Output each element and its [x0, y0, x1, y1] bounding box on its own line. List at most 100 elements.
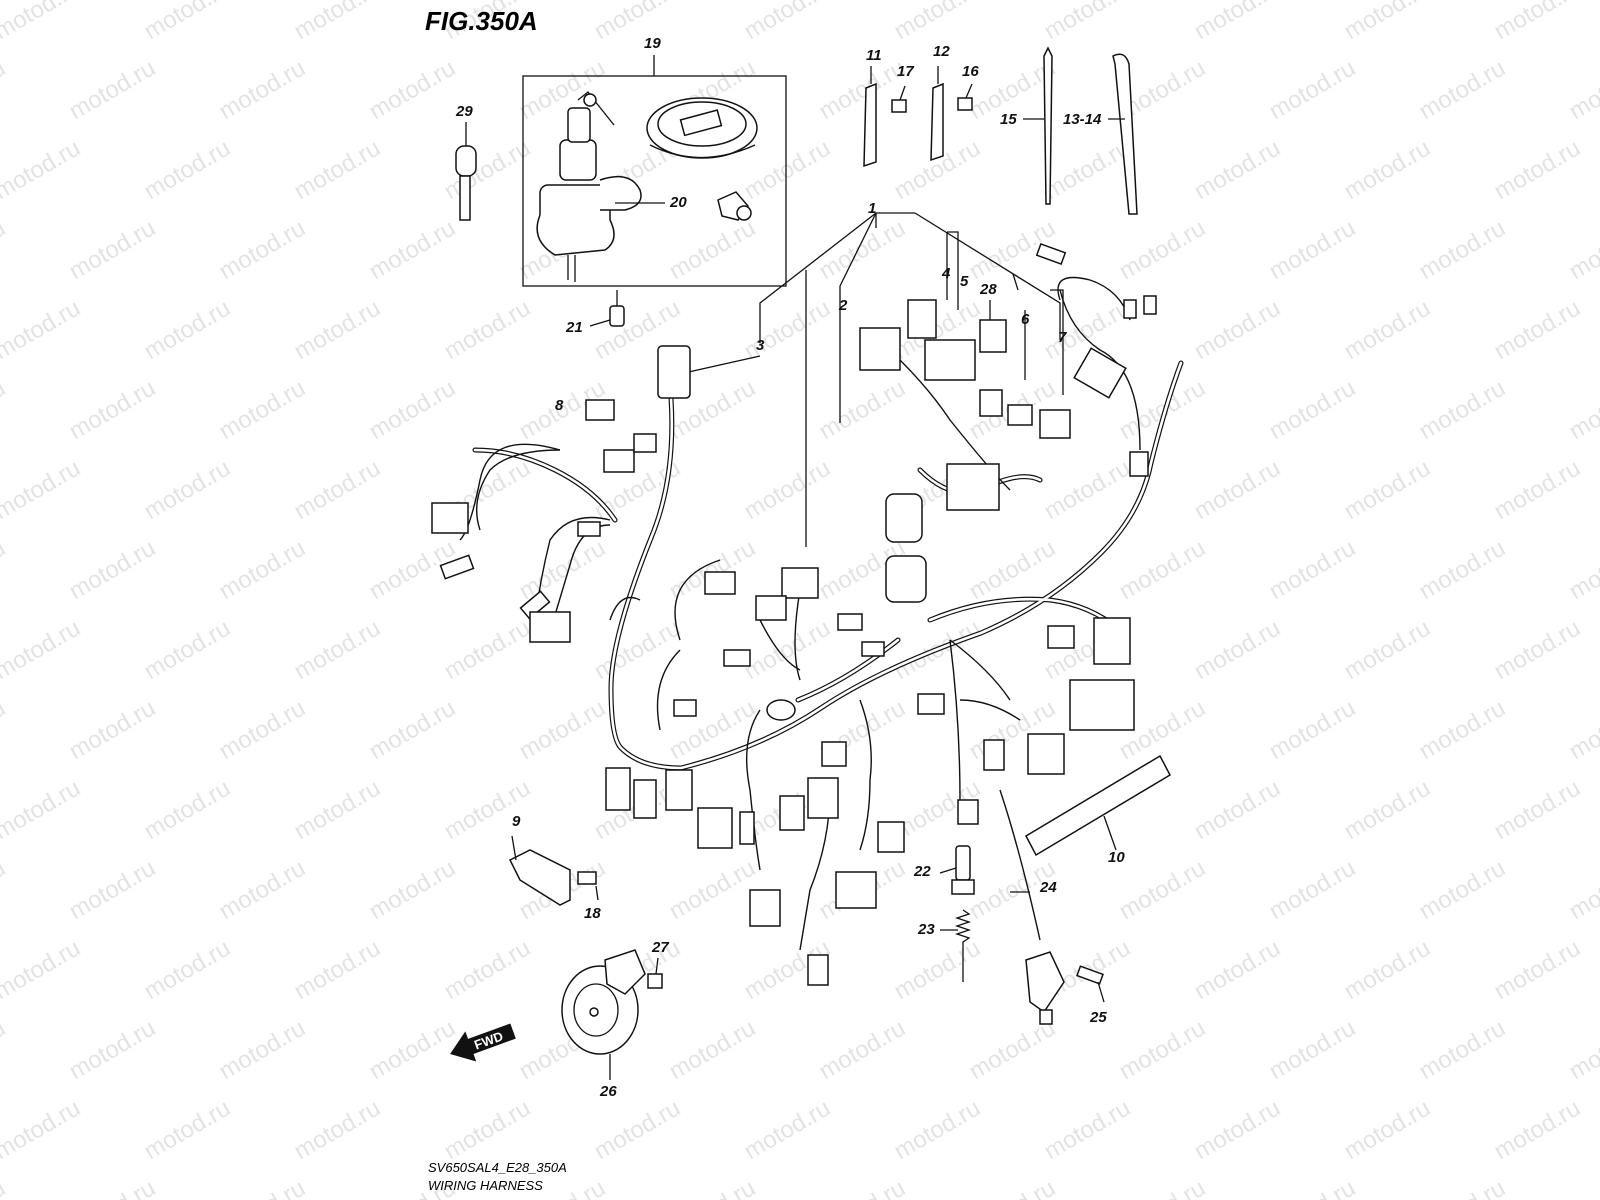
connector-e1: [1047, 625, 1075, 649]
watermark-text: motod.ru: [515, 534, 611, 605]
watermark-text: motod.ru: [1115, 374, 1211, 445]
watermark-text: motod.ru: [440, 774, 536, 845]
watermark-text: motod.ru: [215, 214, 311, 285]
watermark-text: motod.ru: [1115, 1014, 1211, 1085]
watermark-text: motod.ru: [665, 1174, 761, 1200]
watermark-text: motod.ru: [65, 534, 161, 605]
callout-27: 27: [651, 939, 669, 956]
callout-10: 10: [1108, 849, 1125, 866]
watermark-text: motod.ru: [1190, 774, 1286, 845]
connector-c2: [907, 299, 937, 339]
bolt-27: [647, 973, 663, 989]
watermark-text: motod.ru: [1340, 1094, 1436, 1165]
watermark-text: motod.ru: [890, 0, 986, 45]
ignition-set-group: [522, 55, 787, 287]
watermark-text: motod.ru: [590, 614, 686, 685]
clamp-11: [863, 82, 877, 168]
footer-code: SV650SAL4_E28_350A: [428, 1160, 567, 1175]
watermark-text: motod.ru: [1040, 134, 1136, 205]
watermark-text: motod.ru: [1340, 774, 1436, 845]
watermark-text: motod.ru: [965, 1014, 1061, 1085]
watermark-text: motod.ru: [1415, 694, 1511, 765]
watermark-text: motod.ru: [1415, 854, 1511, 925]
bolt-18: [577, 871, 597, 885]
connector-a6: [519, 590, 551, 620]
watermark-text: motod.ru: [1490, 0, 1586, 45]
callout-16: 16: [962, 63, 979, 80]
connector-e6: [957, 799, 979, 825]
watermark-text: motod.ru: [215, 1014, 311, 1085]
watermark-text: motod.ru: [440, 294, 536, 365]
watermark-text: motod.ru: [290, 934, 386, 1005]
cable-tie-15: [1043, 46, 1053, 205]
connector-f10: [835, 871, 877, 909]
connector-c9: [1129, 451, 1149, 477]
fwd-label: FWD: [472, 1028, 505, 1052]
connector-28: [979, 319, 1007, 353]
callout-25: 25: [1089, 1009, 1107, 1026]
callout-6: 6: [1021, 311, 1030, 328]
grommet: [766, 699, 796, 721]
watermark-text: motod.ru: [140, 454, 236, 525]
watermark-text: motod.ru: [590, 1094, 686, 1165]
watermark-text: motod.ru: [1415, 214, 1511, 285]
watermark-text: motod.ru: [0, 614, 85, 685]
callout-4: 4: [941, 265, 951, 282]
callout-15: 15: [1000, 111, 1017, 128]
watermark-text: motod.ru: [515, 694, 611, 765]
watermark-text: motod.ru: [215, 374, 311, 445]
watermark-text: motod.ru: [290, 774, 386, 845]
watermark-text: motod.ru: [215, 694, 311, 765]
connector-f3: [665, 769, 693, 811]
watermark-text: motod.ru: [1115, 854, 1211, 925]
watermark-text: motod.ru: [65, 854, 161, 925]
watermark-text: motod.ru: [365, 1014, 461, 1085]
watermark-text: motod.ru: [0, 774, 85, 845]
key-part: [455, 122, 477, 221]
fuel-cap-part: [646, 97, 758, 159]
watermark-text: motod.ru: [0, 0, 85, 45]
watermark-text: motod.ru: [965, 534, 1061, 605]
callout-19: 19: [644, 35, 661, 52]
watermark-text: motod.ru: [1490, 934, 1586, 1005]
fwd-arrow-icon: FWD: [450, 1023, 516, 1062]
watermark-text: motod.ru: [1265, 694, 1361, 765]
watermark-text: motod.ru: [515, 54, 611, 125]
bolt-16: [957, 97, 973, 111]
watermark-text: motod.ru: [290, 454, 386, 525]
watermark-text: motod.ru: [1490, 294, 1586, 365]
watermark-text: motod.ru: [1265, 214, 1361, 285]
watermark-text: motod.ru: [140, 1094, 236, 1165]
connector-f11: [749, 889, 781, 927]
connector-c5: [1073, 347, 1127, 399]
horn-part: [561, 949, 663, 1080]
watermark-text: motod.ru: [1490, 774, 1586, 845]
label-sticker: [1025, 754, 1171, 857]
watermark-text: motod.ru: [965, 1174, 1061, 1200]
connector-7: [1039, 409, 1071, 439]
bolt-25: [1076, 965, 1104, 985]
watermark-text: motod.ru: [290, 1094, 386, 1165]
connector-b4: [837, 613, 863, 631]
callout-23: 23: [917, 921, 935, 938]
watermark-text: motod.ru: [1190, 454, 1286, 525]
watermark-text: motod.ru: [365, 854, 461, 925]
connector-c4: [979, 389, 1003, 417]
connector-a2: [603, 449, 635, 473]
watermark-text: motod.ru: [815, 1174, 911, 1200]
bracket-9-part: [508, 835, 599, 906]
connector-b3: [755, 595, 787, 621]
watermark-text: motod.ru: [290, 134, 386, 205]
watermark-text: motod.ru: [1415, 374, 1511, 445]
bolt-17: [891, 99, 907, 113]
watermark-text: motod.ru: [65, 694, 161, 765]
connector-e7: [917, 693, 945, 715]
connector-e3: [1069, 679, 1135, 731]
watermark-text: motod.ru: [290, 0, 386, 45]
watermark-text: motod.ru: [1265, 1174, 1361, 1200]
watermark-text: motod.ru: [440, 614, 536, 685]
ignition-switch-part: [536, 91, 642, 282]
lock-cylinder-part: [717, 191, 752, 221]
connector-f8: [821, 741, 847, 767]
